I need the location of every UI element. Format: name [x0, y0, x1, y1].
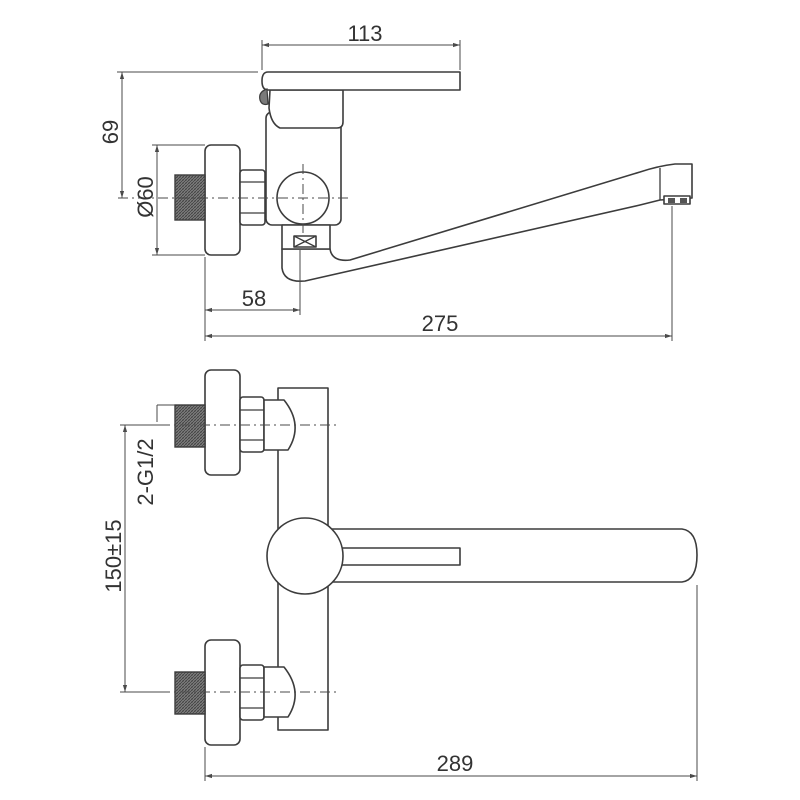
handle-knob [259, 88, 269, 106]
thread-spec-label: 2-G1/2 [133, 438, 158, 505]
aerator-insert-left [668, 198, 675, 203]
spout-arm-plan [319, 528, 698, 583]
dim-289-label: 289 [437, 751, 474, 776]
handle-lever-plan [324, 547, 461, 566]
handle-base [268, 89, 344, 129]
dim-113-label: 113 [347, 21, 382, 46]
plan-view: 2-G1/2 150±15 289 [101, 369, 698, 781]
aerator-insert-right [680, 198, 687, 203]
lower-thread-connector [174, 671, 206, 715]
spout-side [281, 163, 693, 283]
lower-eccentric-fitting [263, 666, 296, 718]
dim-60-label: Ø60 [133, 176, 158, 218]
aerator [663, 195, 691, 205]
wall-flange-side [204, 144, 241, 256]
dim-58-label: 58 [242, 286, 266, 311]
valve-cap-plan [266, 517, 344, 595]
upper-wall-flange [204, 369, 241, 476]
upper-eccentric-fitting [263, 399, 296, 451]
dim-69-label: 69 [98, 120, 123, 144]
dim-150-label: 150±15 [101, 519, 126, 592]
swivel-screw-cross-b [293, 235, 317, 248]
handle-lever-side [261, 71, 461, 91]
upper-thread-connector [174, 404, 206, 448]
dim-275-label: 275 [422, 311, 459, 336]
side-view: 113 69 Ø60 58 275 [98, 21, 693, 341]
